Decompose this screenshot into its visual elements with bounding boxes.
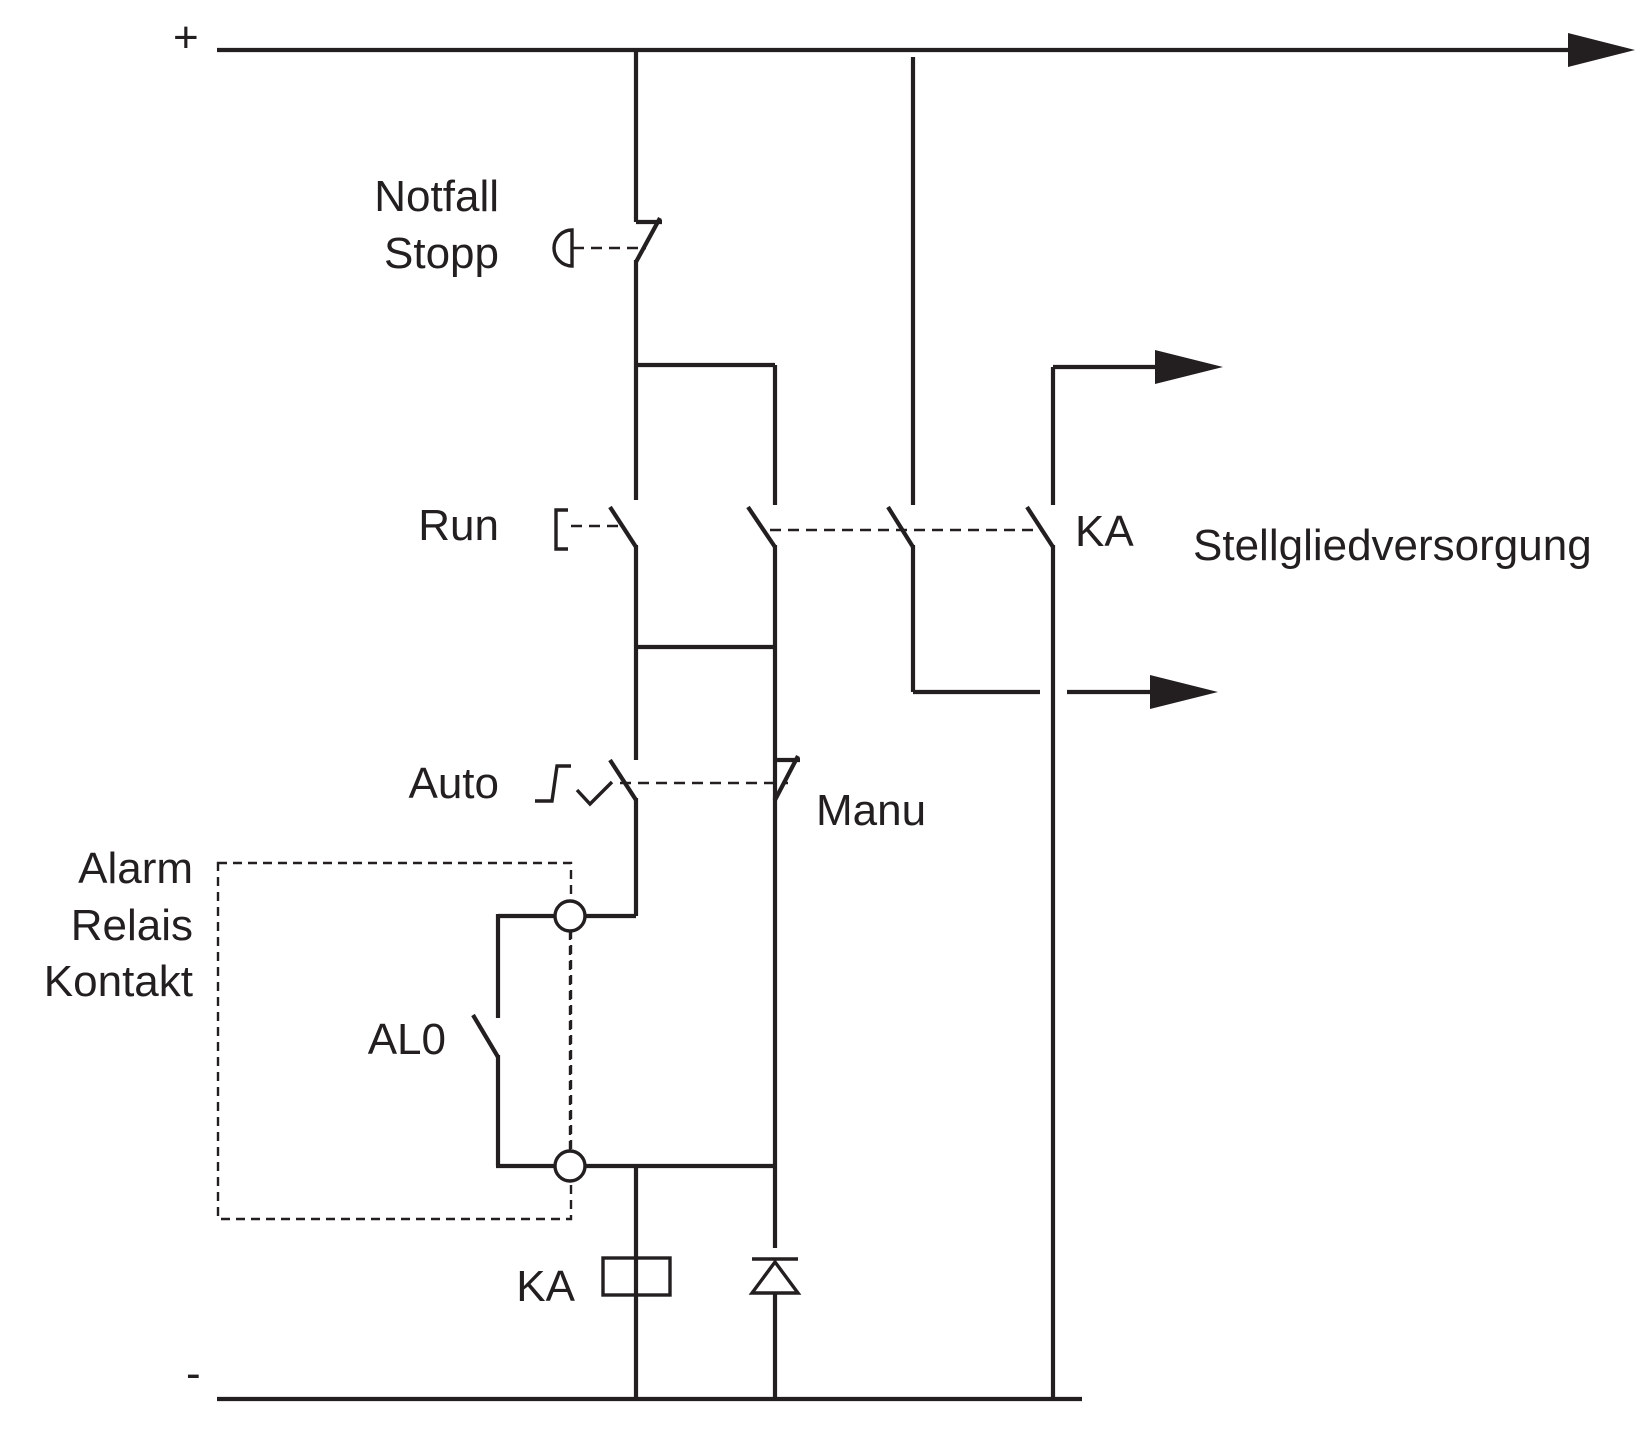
ka-coil-label: KA: [516, 1262, 575, 1311]
mushroom-push-button-icon: [552, 228, 574, 268]
al0-label: AL0: [368, 1015, 446, 1064]
ka-contacts-label: KA: [1075, 507, 1134, 556]
positive-rail-label: +: [173, 13, 199, 62]
al0-contact: [471, 913, 775, 1399]
emergency-stop-switch: [552, 216, 662, 268]
alarm-relay-label-line3: Kontakt: [44, 957, 193, 1006]
auto-manu-selector: [535, 755, 800, 1248]
selector-switch-icon: [535, 764, 571, 803]
arrow-right-icon: [1568, 33, 1635, 67]
auto-label: Auto: [408, 759, 499, 808]
push-button-icon: [554, 508, 568, 551]
diode-icon: [748, 1257, 802, 1399]
relay-coil-icon: [601, 1256, 672, 1297]
positive-rail: [217, 33, 1635, 67]
terminal-circle-icon: [553, 1149, 587, 1183]
actuator-supply-label: Stellgliedversorgung: [1193, 521, 1592, 570]
main-branch-wires: [633, 50, 778, 505]
run-label: Run: [418, 501, 499, 550]
emergency-stop-label-line2: Stopp: [384, 229, 499, 278]
run-switch: [554, 505, 778, 760]
alarm-relay-label-line2: Relais: [71, 901, 193, 950]
ka-contacts: [770, 57, 1223, 1399]
alarm-relay-box: [216, 861, 573, 1221]
emergency-stop-label-line1: Notfall: [374, 172, 499, 221]
alarm-relay-label-line1: Alarm: [78, 844, 193, 893]
arrow-right-icon: [1150, 675, 1218, 709]
manu-label: Manu: [816, 786, 926, 835]
terminal-circle-icon: [553, 899, 587, 933]
negative-rail-label: -: [186, 1349, 201, 1398]
arrow-right-icon: [1155, 350, 1223, 384]
